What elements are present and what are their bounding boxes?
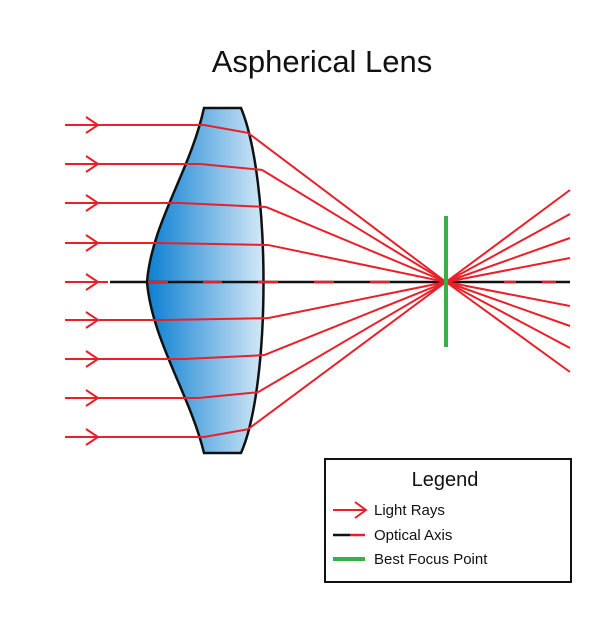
legend-item-light-rays: Light Rays <box>333 501 445 519</box>
diverging-ray <box>445 281 571 327</box>
ray-in-lens <box>199 163 263 171</box>
arrowhead-icon <box>85 234 100 252</box>
legend-box <box>324 458 572 583</box>
diverging-ray <box>445 281 571 307</box>
refracted-ray <box>267 243 447 283</box>
arrowhead-icon <box>85 428 100 446</box>
refracted-ray <box>247 132 447 283</box>
refracted-ray <box>267 281 447 320</box>
diverging-ray <box>445 281 571 349</box>
diverging-ray <box>445 281 571 373</box>
arrowhead-icon <box>85 116 100 134</box>
arrowhead-icon <box>85 194 100 212</box>
ray-in-lens <box>197 391 259 399</box>
legend-title: Legend <box>412 469 479 491</box>
arrowhead-icon <box>85 273 100 291</box>
ray-in-lens <box>163 317 269 321</box>
legend-label-best-focus: Best Focus Point <box>374 551 488 568</box>
refracted-rays <box>247 132 447 431</box>
legend-label-light-rays: Light Rays <box>374 502 445 519</box>
ray-in-lens <box>203 428 249 438</box>
refracted-ray <box>261 169 447 283</box>
legend-label-optical-axis: Optical Axis <box>374 527 452 544</box>
ray-in-lens <box>179 202 267 208</box>
refracted-ray <box>265 206 447 283</box>
arrowhead-icon <box>85 311 100 329</box>
refracted-ray <box>263 281 447 357</box>
diverging-ray <box>445 189 571 283</box>
refracted-ray <box>247 281 447 431</box>
ray-in-lens <box>159 242 269 246</box>
legend-item-optical-axis: Optical Axis <box>333 527 452 544</box>
refracted-ray <box>257 281 447 394</box>
diverging-rays <box>445 189 571 373</box>
diverging-ray <box>445 213 571 283</box>
diverging-ray <box>445 257 571 283</box>
incoming-rays <box>65 116 269 446</box>
arrowhead-icon <box>85 155 100 173</box>
lens-shape <box>145 106 265 455</box>
diagram-title: Aspherical Lens <box>212 44 433 79</box>
ray-in-lens <box>203 124 249 134</box>
ray-in-lens <box>183 354 265 360</box>
legend-item-best-focus: Best Focus Point <box>333 551 488 568</box>
legend-arrowhead-icon <box>354 501 368 519</box>
legend: Legend Light Rays Optical Axis Best Focu… <box>324 458 572 583</box>
arrowhead-icon <box>85 389 100 407</box>
diverging-ray <box>445 237 571 283</box>
arrowhead-icon <box>85 350 100 368</box>
